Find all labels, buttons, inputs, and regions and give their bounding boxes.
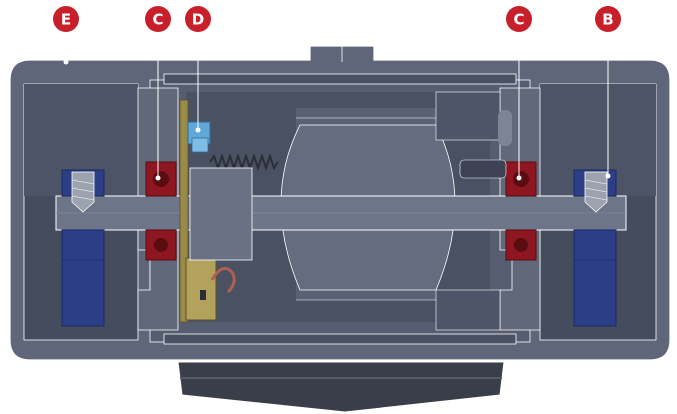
callout-c-right: C bbox=[506, 6, 532, 32]
left-set-screw bbox=[71, 171, 95, 213]
svg-text:C: C bbox=[513, 11, 524, 29]
spring bbox=[209, 152, 279, 172]
mounting-base bbox=[177, 361, 505, 413]
callout-e: E bbox=[53, 6, 79, 32]
sensor-block bbox=[187, 121, 211, 153]
callout-b: B bbox=[595, 6, 621, 32]
leader-lines bbox=[65, 19, 609, 178]
right-pin bbox=[459, 110, 512, 179]
callout-d: D bbox=[185, 6, 211, 32]
leader-dots bbox=[63, 59, 611, 181]
main-shaft bbox=[55, 195, 627, 231]
svg-text:D: D bbox=[192, 11, 204, 29]
cable bbox=[210, 266, 236, 294]
left-bearing-bottom bbox=[145, 229, 177, 261]
svg-text:E: E bbox=[61, 11, 71, 29]
callout-c-left: C bbox=[145, 6, 171, 32]
svg-text:C: C bbox=[152, 11, 163, 29]
svg-text:B: B bbox=[602, 11, 613, 29]
inner-block bbox=[189, 167, 253, 261]
right-set-screw bbox=[584, 171, 608, 213]
right-bearing-bottom bbox=[505, 229, 537, 261]
left-bearing-top bbox=[145, 161, 177, 197]
right-magnet bbox=[573, 169, 617, 327]
pcb-board bbox=[179, 99, 217, 323]
